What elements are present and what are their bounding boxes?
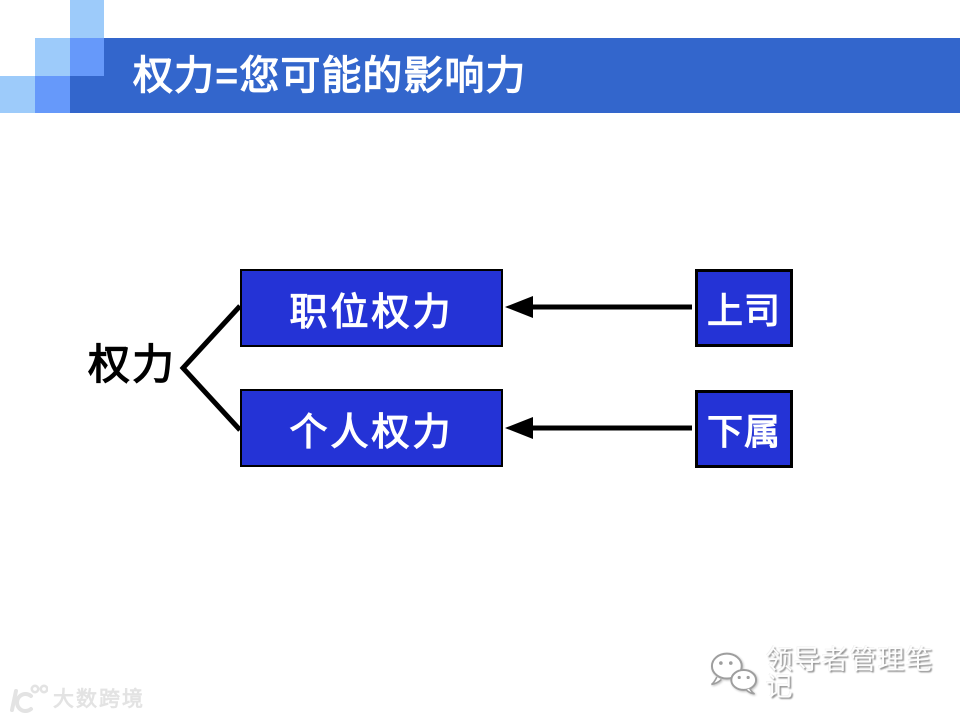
node-superior-label: 上司 (706, 290, 781, 331)
deco-square-light-1 (70, 0, 104, 38)
node-subordinate: 下属 (695, 390, 793, 468)
branch-bracket (179, 304, 242, 432)
deco-square-medium-2 (35, 76, 70, 113)
node-position-power: 职位权力 (240, 269, 503, 347)
dashu-logo-icon (10, 684, 48, 713)
node-position-power-label: 职位权力 (289, 291, 454, 334)
brand-text: 领导者管理笔记 (765, 645, 934, 702)
watermark-text: 大数跨境 (53, 687, 145, 711)
arrow-subordinate-to-personal-head (505, 417, 533, 439)
arrow-superior-to-position-head (505, 296, 533, 318)
wechat-icon (710, 652, 758, 695)
deco-square-light-3 (0, 76, 35, 113)
watermark: 大数跨境 (8, 684, 145, 714)
deco-square-light-2 (35, 38, 70, 76)
node-subordinate-label: 下属 (706, 411, 781, 452)
brand-badge: 领导者管理笔记 (706, 645, 960, 702)
node-superior: 上司 (695, 269, 793, 347)
deco-square-medium-1 (70, 38, 104, 76)
title-bar: 权力=您可能的影响力 (104, 38, 960, 113)
slide-title: 权力=您可能的影响力 (133, 53, 527, 98)
deco-square-dark-1 (70, 76, 104, 113)
node-personal-power-label: 个人权力 (289, 411, 454, 454)
root-label-power: 权力 (88, 341, 177, 388)
node-personal-power: 个人权力 (240, 389, 503, 467)
